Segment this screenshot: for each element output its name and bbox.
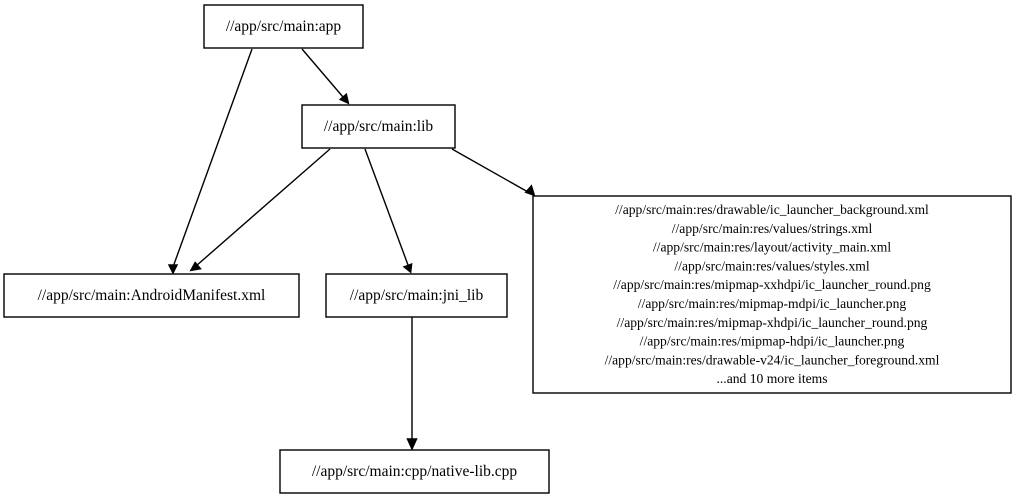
- graph-node-app[interactable]: //app/src/main:app: [203, 4, 364, 49]
- node-label-line: //app/src/main:res/mipmap-xhdpi/ic_launc…: [617, 315, 928, 330]
- graph-edge-app-to-lib: [301, 48, 350, 105]
- node-label-line: //app/src/main:res/values/styles.xml: [674, 258, 869, 273]
- graph-edge-lib-to-res: [451, 148, 536, 197]
- node-label-line: //app/src/main:res/mipmap-xxhdpi/ic_laun…: [613, 277, 931, 292]
- node-label: //app/src/main:lib: [324, 118, 434, 135]
- arrowhead-icon: [189, 261, 202, 272]
- arrowhead-icon: [167, 264, 179, 275]
- graph-node-resources[interactable]: //app/src/main:res/drawable/ic_launcher_…: [532, 195, 1012, 394]
- arrowhead-icon: [402, 262, 413, 274]
- node-label: //app/src/main:app: [226, 18, 342, 35]
- edge-line: [301, 48, 344, 98]
- graph-edge-lib-to-manifest: [189, 148, 331, 272]
- edge-line: [451, 148, 529, 193]
- node-label-line: //app/src/main:res/drawable/ic_launcher_…: [615, 202, 929, 217]
- node-label: //app/src/main:AndroidManifest.xml: [38, 287, 266, 304]
- arrowhead-icon: [524, 184, 536, 197]
- arrowhead-icon: [338, 92, 350, 105]
- graph-node-jni_lib[interactable]: //app/src/main:jni_lib: [325, 273, 508, 318]
- graph-edge-jni-to-native: [406, 317, 418, 451]
- edges-layer: [167, 48, 536, 451]
- graph-edge-app-to-manifest: [167, 48, 253, 275]
- edge-line: [195, 148, 331, 267]
- node-box[interactable]: [3, 273, 300, 318]
- node-box[interactable]: [532, 195, 1012, 394]
- graph-node-native_lib[interactable]: //app/src/main:cpp/native-lib.cpp: [279, 449, 550, 494]
- node-label-line: //app/src/main:res/values/strings.xml: [672, 221, 873, 236]
- node-box[interactable]: [325, 273, 508, 318]
- node-label-list: //app/src/main:res/drawable/ic_launcher_…: [605, 202, 940, 386]
- edge-line: [172, 48, 253, 268]
- node-label-line: //app/src/main:res/layout/activity_main.…: [653, 240, 891, 255]
- node-box[interactable]: [301, 104, 456, 149]
- node-label-line: //app/src/main:res/mipmap-mdpi/ic_launch…: [638, 296, 907, 311]
- node-label-line: ...and 10 more items: [717, 371, 828, 386]
- node-label: //app/src/main:jni_lib: [350, 287, 484, 304]
- graph-edge-lib-to-jni: [364, 148, 413, 274]
- node-label: //app/src/main:cpp/native-lib.cpp: [312, 463, 518, 480]
- edge-line: [364, 148, 409, 266]
- graph-node-manifest[interactable]: //app/src/main:AndroidManifest.xml: [3, 273, 300, 318]
- node-box[interactable]: [203, 4, 364, 49]
- node-label-line: //app/src/main:res/mipmap-hdpi/ic_launch…: [640, 334, 905, 349]
- graph-node-lib[interactable]: //app/src/main:lib: [301, 104, 456, 149]
- node-label-line: //app/src/main:res/drawable-v24/ic_launc…: [605, 352, 940, 367]
- nodes-layer: //app/src/main:app //app/src/main:lib //ap…: [3, 4, 1012, 494]
- node-box[interactable]: [279, 449, 550, 494]
- arrowhead-icon: [406, 438, 418, 451]
